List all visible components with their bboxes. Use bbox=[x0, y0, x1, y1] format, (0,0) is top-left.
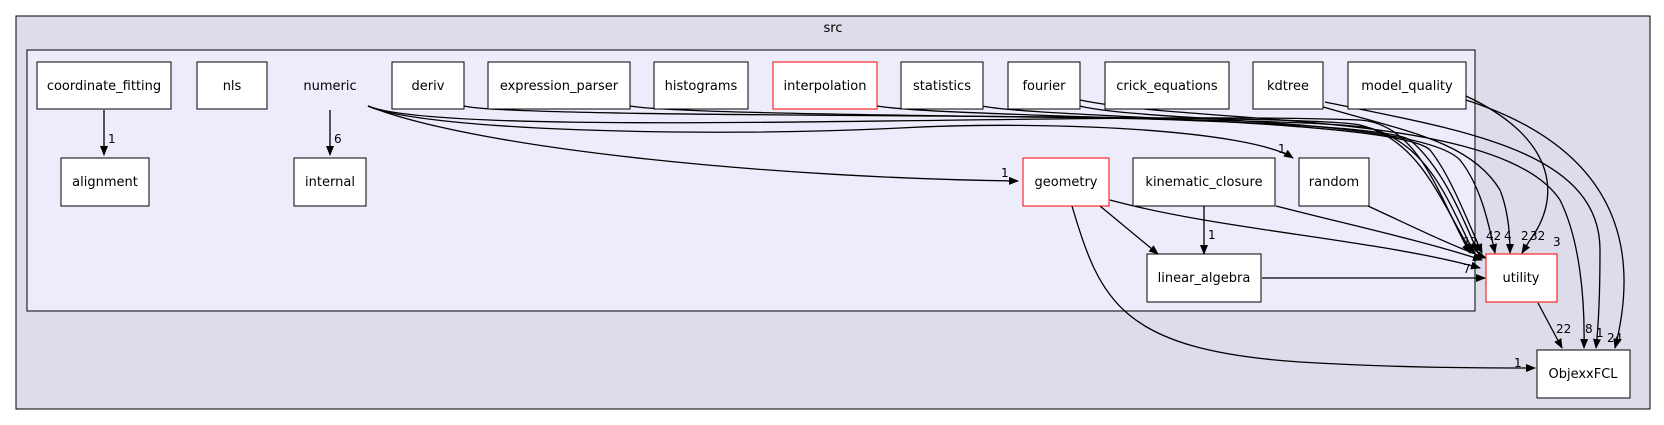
edges bbox=[100, 95, 1625, 372]
edge-kdtree-objexxfcl[interactable] bbox=[1324, 101, 1601, 349]
edge-label-util-in-b: 2 bbox=[1470, 235, 1478, 249]
node-linear_algebra[interactable]: linear_algebra bbox=[1146, 253, 1262, 303]
edge-label-util-in-a: 1 bbox=[1463, 235, 1471, 249]
node-objexxfcl[interactable]: ObjexxFCL bbox=[1536, 349, 1631, 399]
edge-label-objexx-in-c: 24 bbox=[1607, 331, 1622, 345]
edge-utility-objexxfcl[interactable] bbox=[1537, 302, 1563, 349]
node-numeric[interactable]: numeric bbox=[303, 79, 356, 94]
cluster-src-label: src bbox=[824, 21, 843, 36]
node-histograms-box bbox=[653, 61, 749, 110]
edge-kinematic_closure-utility[interactable] bbox=[1275, 205, 1483, 262]
edge-label-util-in-g: 3 bbox=[1553, 235, 1561, 249]
node-crick_equations[interactable]: crick_equations bbox=[1104, 61, 1230, 110]
node-nls[interactable]: nls bbox=[196, 61, 268, 110]
node-internal-label: internal bbox=[305, 175, 355, 190]
node-alignment-box bbox=[60, 157, 150, 207]
node-interpolation[interactable]: interpolation bbox=[772, 61, 878, 110]
edge-label-numeric-geometry: 1 bbox=[1001, 166, 1009, 180]
edge-label-numeric-internal: 6 bbox=[334, 132, 342, 146]
edge-label-util-in-e: 2 bbox=[1521, 229, 1529, 243]
node-numeric-label: numeric bbox=[303, 79, 356, 94]
node-model_quality-label: model_quality bbox=[1361, 79, 1453, 94]
node-kinematic_closure-label: kinematic_closure bbox=[1145, 175, 1262, 190]
node-crick_equations-label: crick_equations bbox=[1116, 79, 1218, 94]
node-kdtree[interactable]: kdtree bbox=[1252, 61, 1324, 110]
edge-fourier-utility[interactable] bbox=[1079, 105, 1498, 254]
node-objexxfcl-label: ObjexxFCL bbox=[1548, 367, 1618, 382]
node-statistics-box bbox=[900, 61, 984, 110]
edge-model_quality-objexxfcl[interactable] bbox=[1465, 99, 1625, 349]
node-utility[interactable]: utility bbox=[1485, 253, 1558, 303]
edge-label-objexx-in-a: 8 bbox=[1585, 322, 1593, 336]
node-nls-box bbox=[196, 61, 268, 110]
node-objexxfcl-box bbox=[1536, 349, 1631, 399]
node-deriv[interactable]: deriv bbox=[391, 61, 465, 110]
edge-label-numeric-random: 1 bbox=[1278, 142, 1286, 156]
node-alignment-label: alignment bbox=[72, 175, 138, 190]
node-expression_parser-label: expression_parser bbox=[500, 79, 619, 94]
edge-label-linear-utility: 7 bbox=[1463, 262, 1471, 276]
edge-label-util-in-d: 4 bbox=[1504, 229, 1512, 243]
node-expression_parser-box bbox=[487, 61, 631, 110]
node-deriv-box bbox=[391, 61, 465, 110]
edge-label-util-in-f: 32 bbox=[1530, 229, 1545, 243]
edge-numeric-random[interactable] bbox=[367, 105, 1294, 159]
node-random-box bbox=[1298, 157, 1370, 207]
edge-label-kinematic-linear: 1 bbox=[1208, 228, 1216, 242]
node-interpolation-box bbox=[772, 61, 878, 110]
node-geometry-box bbox=[1022, 157, 1110, 207]
node-model_quality-box bbox=[1347, 61, 1467, 110]
node-linear_algebra-label: linear_algebra bbox=[1158, 271, 1251, 286]
node-geometry[interactable]: geometry bbox=[1022, 157, 1110, 207]
edge-interpolation-utility[interactable] bbox=[876, 105, 1479, 254]
edge-geometry-linear_algebra[interactable] bbox=[1099, 205, 1159, 255]
edge-expression_parser-utility[interactable] bbox=[629, 105, 1475, 254]
edge-kdtree-utility[interactable] bbox=[1319, 105, 1514, 254]
node-coordinate_fitting-box bbox=[36, 61, 172, 110]
node-random-label: random bbox=[1309, 175, 1359, 190]
node-internal-box bbox=[293, 157, 367, 207]
edge-geometry-objexxfcl[interactable] bbox=[1071, 205, 1536, 372]
edge-statistics-utility[interactable] bbox=[981, 105, 1483, 254]
node-nls-label: nls bbox=[223, 79, 242, 94]
node-alignment[interactable]: alignment bbox=[60, 157, 150, 207]
edge-model_quality-utility[interactable] bbox=[1465, 95, 1549, 254]
edge-numeric-geometry[interactable] bbox=[367, 105, 1019, 185]
node-interpolation-label: interpolation bbox=[784, 79, 867, 94]
node-fourier-box bbox=[1007, 61, 1081, 110]
edge-label-objexx-in-b: 1 bbox=[1596, 326, 1604, 340]
node-fourier[interactable]: fourier bbox=[1007, 61, 1081, 110]
node-deriv-label: deriv bbox=[412, 79, 445, 94]
node-kdtree-box bbox=[1252, 61, 1324, 110]
node-utility-box bbox=[1485, 253, 1558, 303]
node-statistics-label: statistics bbox=[913, 79, 971, 94]
node-model_quality[interactable]: model_quality bbox=[1347, 61, 1467, 110]
node-histograms[interactable]: histograms bbox=[653, 61, 749, 110]
node-kinematic_closure[interactable]: kinematic_closure bbox=[1132, 157, 1276, 207]
node-histograms-label: histograms bbox=[665, 79, 738, 94]
edge-fourier-objexxfcl[interactable] bbox=[1079, 99, 1589, 349]
node-linear_algebra-box bbox=[1146, 253, 1262, 303]
node-coordinate_fitting-label: coordinate_fitting bbox=[47, 79, 161, 94]
edge-label-coord-alignment: 1 bbox=[108, 132, 116, 146]
edge-label-util-in-c: 42 bbox=[1486, 229, 1501, 243]
node-fourier-label: fourier bbox=[1022, 79, 1066, 94]
node-coordinate_fitting[interactable]: coordinate_fitting bbox=[36, 61, 172, 110]
node-crick_equations-box bbox=[1104, 61, 1230, 110]
edge-random-utility[interactable] bbox=[1367, 205, 1487, 259]
node-utility-label: utility bbox=[1503, 271, 1540, 286]
edge-label-geometry-objexx: 1 bbox=[1514, 356, 1522, 370]
node-expression_parser[interactable]: expression_parser bbox=[487, 61, 631, 110]
edge-geometry-utility[interactable] bbox=[1109, 199, 1481, 270]
node-internal[interactable]: internal bbox=[293, 157, 367, 207]
node-geometry-label: geometry bbox=[1034, 175, 1097, 190]
node-kinematic_closure-box bbox=[1132, 157, 1276, 207]
node-random[interactable]: random bbox=[1298, 157, 1370, 207]
node-kdtree-label: kdtree bbox=[1267, 79, 1309, 94]
node-statistics[interactable]: statistics bbox=[900, 61, 984, 110]
edge-label-utility-objexx: 22 bbox=[1556, 322, 1571, 336]
